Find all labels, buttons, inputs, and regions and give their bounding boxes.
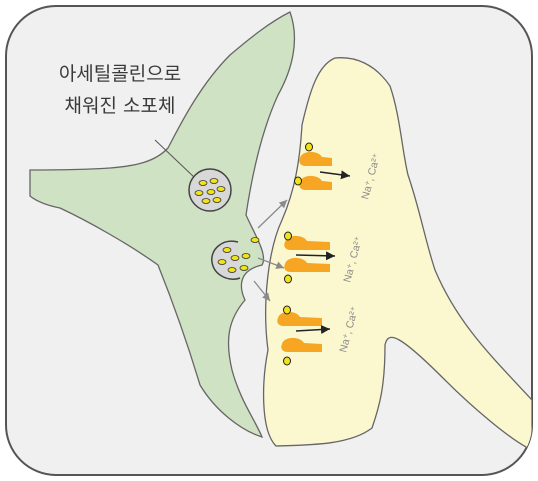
vesicle-label-line2: 채워진 소포체: [65, 95, 176, 117]
callout-pointer: [154, 139, 196, 179]
diffusion-arrows: [253, 199, 288, 302]
receptor-bottom: [277, 305, 331, 366]
fusing-vesicle: [211, 240, 241, 280]
released-neurotransmitters: [239, 237, 260, 271]
presynaptic-neuron: [29, 11, 296, 439]
synaptic-vesicle: [188, 168, 232, 212]
vesicle-label-line1: 아세틸콜린으로: [59, 63, 181, 85]
receptor-top: [294, 142, 351, 190]
postsynaptic-neuron: [262, 57, 532, 452]
diagram-frame: [5, 5, 533, 476]
receptor-middle: [284, 231, 336, 284]
